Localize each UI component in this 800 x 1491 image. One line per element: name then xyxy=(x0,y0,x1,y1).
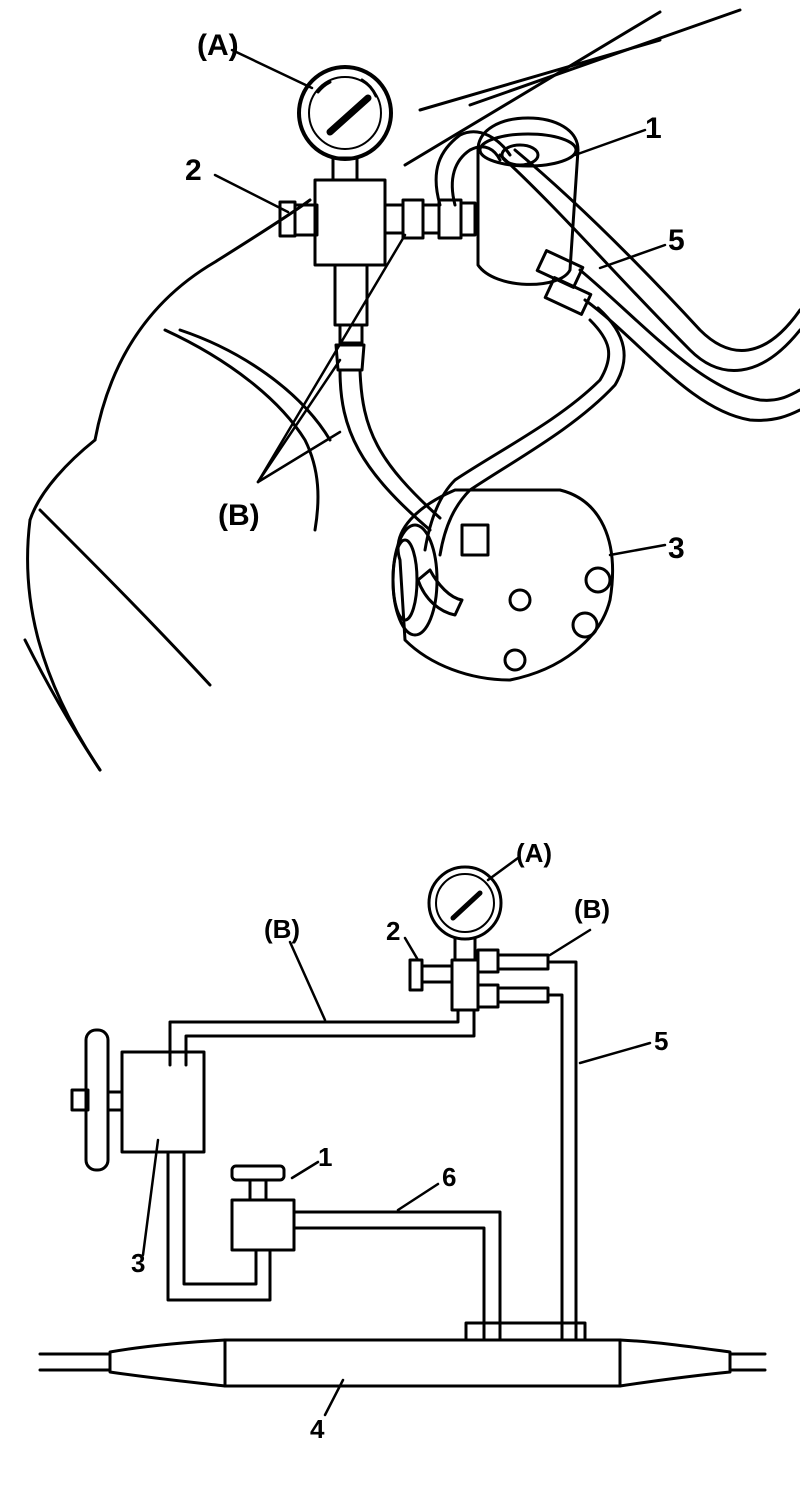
return-hoses-top xyxy=(423,148,800,557)
pump-to-reservoir-hose xyxy=(166,1150,272,1302)
bottom-view: (A) 2 (B) (B) 5 1 6 3 4 xyxy=(38,838,767,1444)
pump-top xyxy=(391,488,615,682)
valve-block-top xyxy=(278,178,477,372)
top-view: (A) 2 1 5 (B) 3 xyxy=(23,8,800,772)
valve-bottom xyxy=(408,948,550,1012)
label-return-hose-5-top: 5 xyxy=(668,224,685,257)
label-hoses-b-top: (B) xyxy=(218,499,260,532)
return-hose-5-bottom xyxy=(546,960,578,1342)
leader-lines-top xyxy=(213,48,667,557)
label-gauge-a-bottom: (A) xyxy=(516,838,552,868)
label-gauge-a-top: (A) xyxy=(197,29,239,62)
label-gear-box-4: 4 xyxy=(310,1414,325,1444)
pressure-gauge-bottom xyxy=(427,865,503,962)
label-reservoir-1-bottom: 1 xyxy=(318,1142,332,1172)
hose-b-bottom xyxy=(168,1008,476,1067)
label-return-hose-5-bottom: 5 xyxy=(654,1026,668,1056)
label-valve-2-bottom: 2 xyxy=(386,916,400,946)
pressure-gauge-top xyxy=(297,65,393,182)
pump-bottom xyxy=(70,1028,206,1172)
hose-to-pump-top xyxy=(338,130,512,532)
label-pump-3-bottom: 3 xyxy=(131,1248,145,1278)
label-hose-b-left: (B) xyxy=(264,914,300,944)
label-pump-3-top: 3 xyxy=(668,532,685,565)
label-valve-2-top: 2 xyxy=(185,154,202,187)
reservoir-bottom xyxy=(230,1164,296,1252)
label-hose-b-right: (B) xyxy=(574,894,610,924)
gear-box-bottom xyxy=(38,1321,767,1388)
vehicle-body-outline xyxy=(23,8,742,772)
reservoir-hose-6 xyxy=(292,1210,502,1342)
label-reservoir-hose-6: 6 xyxy=(442,1162,456,1192)
label-reservoir-1-top: 1 xyxy=(645,112,662,145)
reservoir-top xyxy=(476,116,593,316)
leader-lines-bottom xyxy=(141,856,652,1417)
